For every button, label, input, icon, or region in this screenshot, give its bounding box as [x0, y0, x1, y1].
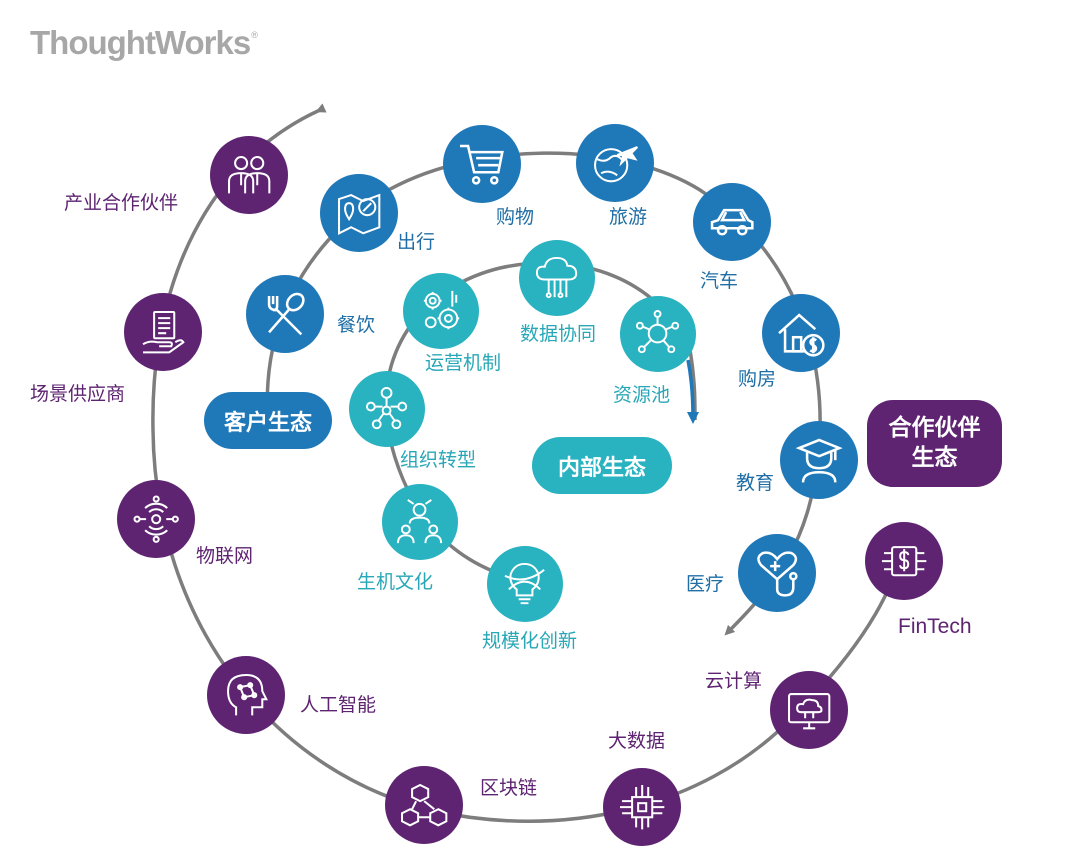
partner-node-bigdata	[603, 768, 681, 846]
customer-node-dining	[246, 275, 324, 353]
partner-ecosystem-hub: 合作伙伴 生态	[867, 400, 1002, 487]
partner-label-fintech: FinTech	[898, 615, 972, 638]
customer-label-shopping: 购物	[496, 206, 535, 228]
internal-node-data-sync	[519, 240, 595, 316]
house-dollar-icon	[777, 313, 825, 357]
customer-label-housing: 购房	[738, 368, 777, 390]
customer-ecosystem-hub: 客户生态	[204, 392, 332, 449]
hand-document-icon	[142, 310, 185, 354]
customer-node-shopping	[443, 125, 521, 203]
partner-label-cloud: 云计算	[705, 670, 763, 692]
internal-label-data-sync: 数据协同	[520, 323, 597, 345]
internal-label-operations: 运营机制	[425, 352, 502, 374]
partner-node-fintech	[865, 522, 943, 600]
partner-node-cloud	[770, 671, 848, 749]
map-compass-icon	[337, 193, 381, 235]
cloud-computer-icon	[787, 692, 831, 730]
customer-node-housing	[762, 294, 840, 372]
blockchain-cubes-icon	[400, 783, 448, 827]
shopping-cart-icon	[459, 144, 504, 185]
partner-node-blockchain	[385, 766, 463, 844]
fork-spoon-icon	[267, 292, 305, 336]
internal-node-innovation	[487, 546, 563, 622]
brand-name: ThoughtWorks	[30, 24, 251, 61]
partner-label-scenario: 场景供应商	[30, 383, 126, 405]
car-icon	[710, 208, 754, 236]
partner-node-scenario	[124, 293, 202, 371]
cloud-data-icon	[536, 257, 578, 299]
customer-label-tourism: 旅游	[609, 206, 648, 228]
partner-hub-label-line1: 合作伙伴	[888, 414, 981, 441]
internal-hub-label: 内部生态	[557, 455, 646, 481]
partner-node-iot	[117, 480, 195, 558]
big-data-chip-icon	[619, 784, 665, 830]
customer-node-travel-out	[320, 174, 398, 252]
graduate-icon	[795, 438, 843, 483]
partner-label-ai: 人工智能	[300, 694, 377, 716]
internal-label-culture: 生机文化	[357, 571, 434, 593]
org-people-icon	[366, 387, 408, 430]
gears-icon	[424, 291, 460, 330]
internal-label-innovation: 规模化创新	[482, 630, 578, 652]
internal-node-resource-pool	[620, 296, 696, 372]
customer-node-auto	[693, 183, 771, 261]
partner-node-industry	[210, 136, 288, 214]
internal-node-operations	[403, 273, 479, 349]
internal-node-culture	[382, 484, 458, 560]
globe-plane-icon	[593, 145, 638, 183]
partner-hub-label-line2: 生态	[911, 444, 958, 471]
partner-label-blockchain: 区块链	[480, 777, 538, 799]
partner-label-iot: 物联网	[196, 545, 254, 567]
iot-network-icon	[133, 495, 179, 543]
customer-spiral	[265, 151, 822, 636]
customer-hub-label: 客户生态	[223, 410, 312, 436]
internal-ecosystem-hub: 内部生态	[532, 437, 672, 494]
fintech-chip-icon	[881, 545, 927, 577]
partner-label-bigdata: 大数据	[608, 730, 666, 752]
thoughtworks-logo: ThoughtWorks®	[30, 24, 258, 62]
customer-label-travel-out: 出行	[397, 231, 436, 253]
partner-label-industry: 产业合作伙伴	[64, 192, 179, 214]
customer-label-auto: 汽车	[700, 270, 739, 292]
internal-label-resource-pool: 资源池	[613, 384, 671, 406]
team-culture-icon	[397, 499, 443, 544]
registered-mark: ®	[251, 30, 258, 40]
ai-head-icon	[226, 673, 268, 716]
internal-arrow	[686, 359, 699, 424]
customer-label-dining: 餐饮	[337, 314, 376, 336]
customer-node-medical	[738, 534, 816, 612]
customer-node-education	[780, 421, 858, 499]
business-partners-icon	[227, 155, 271, 194]
heart-stethoscope-icon	[757, 551, 798, 597]
innovation-bulb-icon	[504, 563, 546, 605]
partner-node-ai	[207, 656, 285, 734]
internal-label-org-transform: 组织转型	[400, 449, 477, 471]
customer-node-tourism	[576, 124, 654, 202]
internal-node-org-transform	[349, 371, 425, 447]
customer-label-medical: 医疗	[686, 573, 725, 595]
customer-label-education: 教育	[736, 472, 775, 494]
resource-network-icon	[636, 310, 680, 354]
